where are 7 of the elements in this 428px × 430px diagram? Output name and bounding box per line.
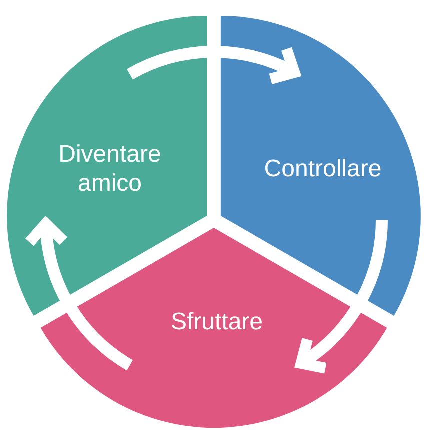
cycle-arrow	[127, 44, 300, 86]
segment-label: Sfruttare	[170, 308, 264, 338]
segment-label: Controllare	[263, 156, 383, 184]
segment-label: Diventare amico	[58, 141, 162, 199]
cycle-arrow	[25, 218, 134, 370]
cycle-arrow	[296, 220, 388, 372]
cycle-segment	[40, 228, 388, 428]
